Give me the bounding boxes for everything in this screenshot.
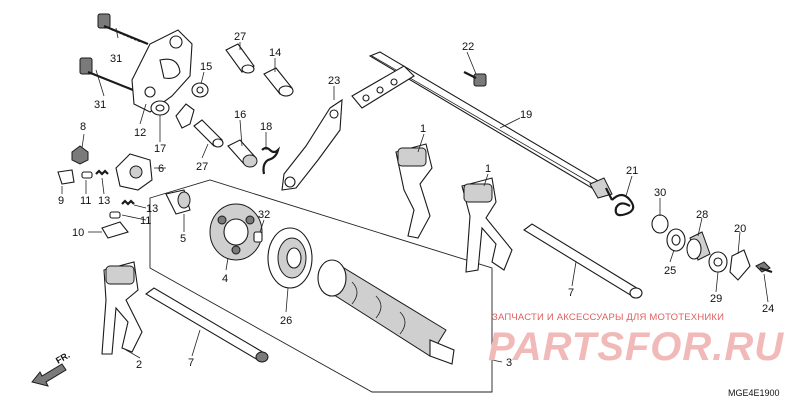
spring-18: [261, 146, 281, 175]
callout-1-left: 1: [420, 123, 426, 135]
callout-29: 29: [710, 293, 722, 305]
callout-10: 10: [72, 227, 84, 239]
front-direction-arrow: FR.: [31, 350, 72, 387]
callout-labels: 27 14 15 22 23 31 31 12 17 16 18 27 19 1…: [58, 31, 774, 371]
callout-2: 2: [136, 359, 142, 371]
fork-shaft-7-right: [523, 223, 643, 299]
plate-20: [729, 249, 751, 281]
washer-25: [666, 228, 686, 252]
callout-4: 4: [222, 273, 228, 285]
callout-12: 12: [134, 127, 146, 139]
shift-fork-1-right: [461, 177, 513, 273]
callout-13-upper: 13: [98, 195, 110, 207]
callout-27-lower: 27: [196, 161, 208, 173]
ring-15: [191, 82, 209, 98]
front-label: FR.: [54, 350, 72, 366]
shift-fork-2: [101, 261, 143, 355]
stopper-plate-12: [131, 29, 193, 113]
callout-7-left: 7: [188, 357, 194, 369]
pin-11-lower: [109, 211, 121, 219]
circlip-30: [651, 214, 669, 234]
fork-shaft-7-left: [145, 287, 269, 363]
plate-10: [101, 221, 129, 239]
bolt-5: [165, 189, 191, 215]
drum-center-4: [209, 203, 263, 261]
callout-14: 14: [269, 47, 281, 59]
callout-21: 21: [626, 165, 638, 177]
callout-31-upper: 31: [110, 53, 122, 65]
callout-11-upper: 11: [80, 195, 91, 207]
pin-11-upper: [81, 171, 93, 179]
collar-14: [263, 67, 294, 97]
bolt-24: [755, 261, 773, 274]
bearing-28: [686, 231, 711, 261]
bolt-31-lower: [79, 57, 139, 94]
collar-27-upper: [225, 43, 255, 74]
callout-6: 6: [158, 163, 164, 175]
callout-7-right: 7: [568, 287, 574, 299]
callout-32: 32: [258, 209, 270, 221]
callout-31-lower: 31: [94, 99, 106, 111]
callout-19: 19: [520, 109, 532, 121]
drum-center-6: [115, 153, 153, 191]
callout-16: 16: [234, 109, 246, 121]
callout-18: 18: [260, 121, 272, 133]
callout-3: 3: [506, 357, 512, 369]
pin-16: [227, 139, 258, 168]
return-spring-21: [605, 187, 635, 217]
bearing-26: [267, 227, 313, 289]
callout-20: 20: [734, 223, 746, 235]
bolt-22: [463, 71, 487, 87]
shift-fork-1-left: [395, 143, 433, 239]
callout-1-right: 1: [485, 163, 491, 175]
nut-8: [71, 145, 89, 165]
callout-23: 23: [328, 75, 340, 87]
watermark-caption: ЗАПЧАСТИ И АКСЕССУАРЫ ДЛЯ МОТОТЕХНИКИ: [492, 312, 724, 323]
callout-30: 30: [654, 187, 666, 199]
bolt-31-upper: [97, 13, 149, 46]
callout-28: 28: [696, 209, 708, 221]
shift-drum-group-outline: [149, 179, 503, 393]
callout-11-lower: 11: [140, 215, 151, 227]
callout-15: 15: [200, 61, 212, 73]
shift-drum-3: [317, 259, 455, 365]
shift-arm-23: [281, 98, 343, 191]
callout-24: 24: [762, 303, 774, 315]
leader-lines: [61, 27, 769, 359]
washer-29: [708, 251, 728, 273]
callout-17: 17: [154, 143, 166, 155]
collar-27-lower: [193, 119, 224, 148]
callout-27: 27: [234, 31, 246, 43]
gearshift-spindle-19: [351, 51, 613, 199]
callout-22: 22: [462, 41, 474, 53]
plate-9: [57, 169, 75, 185]
callout-9: 9: [58, 195, 64, 207]
callout-26: 26: [280, 315, 292, 327]
callout-5: 5: [180, 233, 186, 245]
watermark-logo: PARTSFOR.RU: [488, 325, 784, 369]
spring-13-upper: [95, 169, 109, 176]
pin-32: [253, 231, 263, 243]
stopper-arm: [175, 103, 195, 129]
watermark: PARTSFOR.RU ЗАПЧАСТИ И АКСЕССУАРЫ ДЛЯ МО…: [488, 312, 784, 369]
callout-25: 25: [664, 265, 676, 277]
washer-17: [150, 100, 170, 116]
diagram-code: MGE4E1900: [728, 388, 780, 398]
callout-13-lower: 13: [146, 203, 158, 215]
spring-13-lower: [121, 199, 135, 206]
callout-8: 8: [80, 121, 86, 133]
